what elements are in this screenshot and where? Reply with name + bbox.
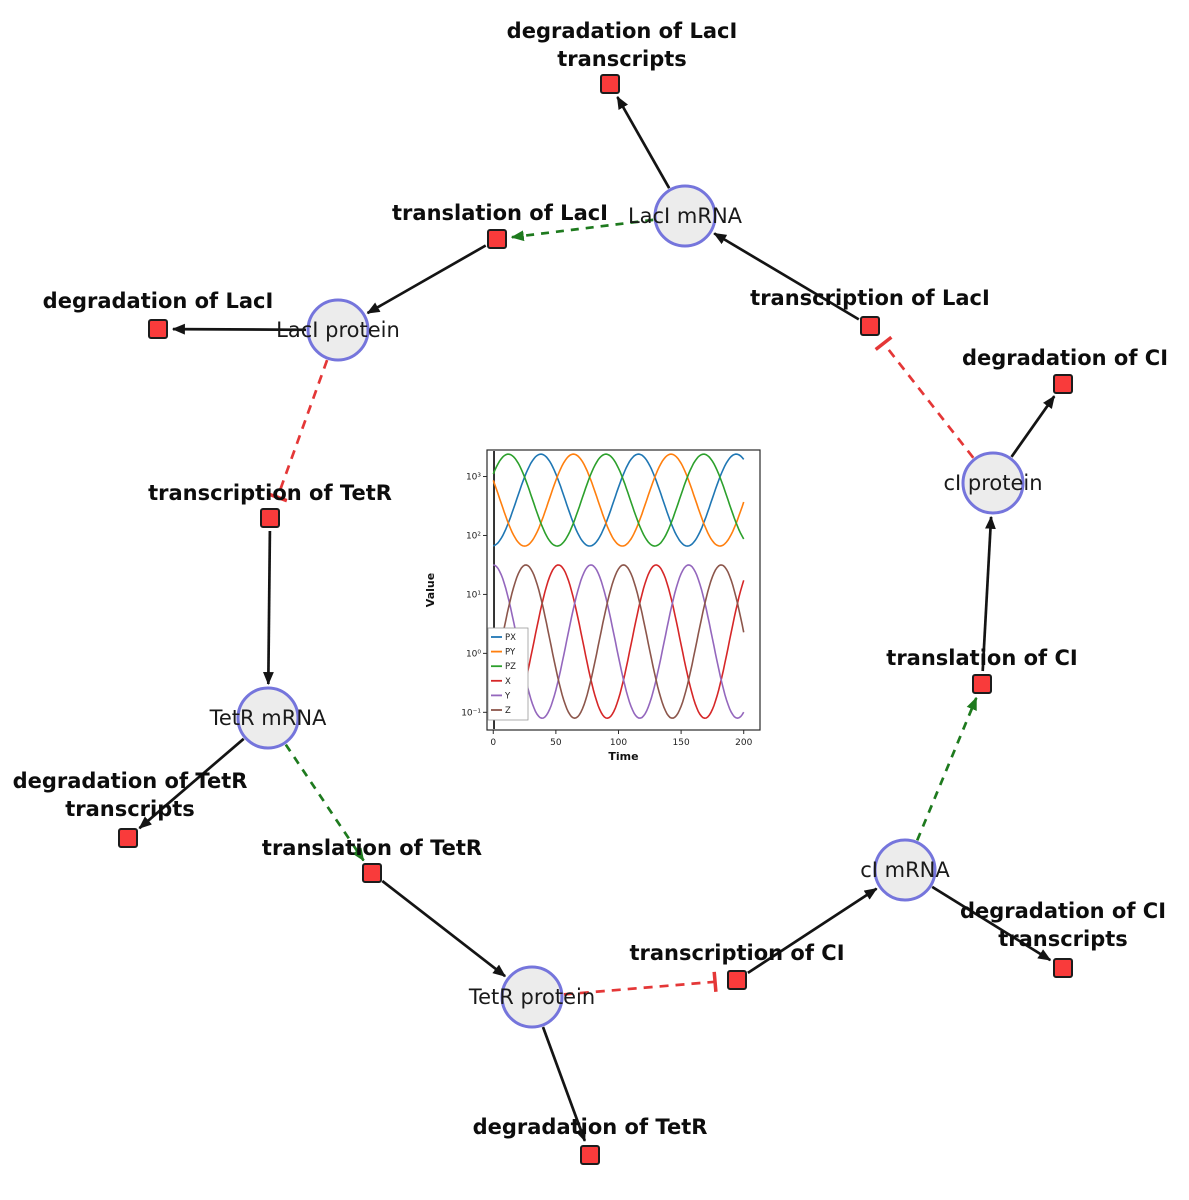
series-X: [492, 564, 745, 720]
edge-consume-tetr_protein-deg_tetr: [541, 1026, 587, 1142]
legend-label-X: X: [505, 677, 511, 687]
series-Z: [492, 564, 745, 720]
edge-produce-txn_tetr-tetr_mrna: [263, 530, 274, 686]
reaction-label-deg_laci_tx-line1: degradation of LacI: [507, 19, 738, 43]
inhibition-bar-tetr_protein-txn_ci: [712, 971, 718, 992]
reaction-node-transl_laci[interactable]: [487, 229, 507, 249]
reaction-label-deg_laci_tx-line2: transcripts: [557, 47, 687, 71]
x-tick-label: 100: [610, 738, 627, 748]
reaction-node-txn_ci[interactable]: [727, 970, 747, 990]
reaction-label-deg_tetr_tx-line2: transcripts: [65, 797, 195, 821]
edge-consume-ci_protein-deg_ci: [1010, 395, 1056, 458]
plot-frame: [486, 449, 761, 731]
reaction-label-transl_tetr: translation of TetR: [262, 836, 482, 860]
x-tick-label: 200: [735, 738, 752, 748]
reaction-node-deg_tetr[interactable]: [580, 1145, 600, 1165]
legend-label-PY: PY: [505, 648, 516, 658]
series-Y: [493, 564, 745, 720]
reaction-label-txn_tetr: transcription of TetR: [148, 481, 392, 505]
edge-inhibit-ci_protein-txn_laci: [882, 342, 975, 459]
reaction-node-deg_ci_tx[interactable]: [1053, 958, 1073, 978]
reaction-node-deg_ci[interactable]: [1053, 374, 1073, 394]
series-PY: [492, 453, 745, 547]
reaction-label-transl_ci: translation of CI: [886, 646, 1077, 670]
species-node-laci_protein[interactable]: [306, 298, 370, 362]
y-axis-title: Value: [424, 573, 437, 607]
legend-label-PX: PX: [505, 633, 516, 643]
reaction-node-txn_laci[interactable]: [860, 316, 880, 336]
reaction-label-txn_ci: transcription of CI: [629, 941, 844, 965]
reaction-node-deg_tetr_tx[interactable]: [118, 828, 138, 848]
species-node-tetr_mrna[interactable]: [236, 686, 300, 750]
edge-produce-transl_laci-laci_protein: [366, 244, 487, 315]
edge-consume-tetr_mrna-deg_tetr_tx: [138, 737, 245, 830]
reaction-label-deg_ci_tx-line1: degradation of CI: [960, 899, 1166, 923]
y-tick-label: 10⁻¹: [461, 708, 481, 718]
reaction-label-deg_tetr_tx-line1: degradation of TetR: [13, 769, 248, 793]
edge-consume-laci_mrna-deg_laci_tx: [616, 96, 671, 189]
edge-produce-txn_laci-laci_mrna: [713, 232, 860, 321]
edge-produce-transl_tetr-tetr_protein: [381, 879, 506, 978]
inhibition-bar-ci_protein-txn_laci: [874, 335, 893, 351]
species-node-laci_mrna[interactable]: [653, 184, 717, 248]
reaction-node-deg_laci_tx[interactable]: [600, 74, 620, 94]
inhibition-bar-laci_protein-txn_tetr: [267, 492, 288, 503]
y-tick-label: 10¹: [466, 590, 481, 600]
reaction-label-deg_laci: degradation of LacI: [43, 289, 274, 313]
series-PX: [493, 453, 745, 547]
series-PZ: [492, 453, 745, 547]
reaction-node-transl_tetr[interactable]: [362, 863, 382, 883]
y-tick-label: 10³: [466, 473, 481, 483]
legend-label-PZ: PZ: [505, 662, 516, 672]
species-label-tetr_protein: TetR protein: [468, 985, 595, 1009]
reaction-node-txn_tetr[interactable]: [260, 508, 280, 528]
reaction-label-transl_laci: translation of LacI: [392, 201, 608, 225]
legend-label-Y: Y: [504, 691, 511, 701]
reaction-label-deg_ci_tx-line2: transcripts: [998, 927, 1128, 951]
legend-label-Z: Z: [505, 706, 511, 716]
reaction-node-deg_laci[interactable]: [148, 319, 168, 339]
x-tick-label: 0: [490, 738, 496, 748]
chart-legend: [487, 627, 529, 721]
species-label-ci_mrna: cI mRNA: [860, 858, 950, 882]
nodes-layer: [118, 74, 1073, 1165]
edge-produce-txn_ci-ci_mrna: [747, 887, 878, 975]
reaction-label-deg_tetr: degradation of TetR: [473, 1115, 708, 1139]
edges-layer: [138, 96, 1056, 1142]
species-label-ci_protein: cI protein: [943, 471, 1042, 495]
edge-consume-ci_mrna-deg_ci_tx: [931, 885, 1052, 962]
reaction-label-txn_laci: transcription of LacI: [750, 286, 990, 310]
species-label-tetr_mrna: TetR mRNA: [209, 706, 327, 730]
x-tick-label: 50: [550, 738, 562, 748]
edge-produce-transl_ci-ci_protein: [981, 515, 996, 672]
x-axis-title: Time: [608, 750, 638, 763]
edge-inhibit-laci_protein-txn_tetr: [276, 359, 329, 498]
reaction-label-deg_ci: degradation of CI: [962, 346, 1168, 370]
reaction-node-transl_ci[interactable]: [972, 674, 992, 694]
species-node-ci_protein[interactable]: [961, 451, 1025, 515]
species-node-ci_mrna[interactable]: [873, 838, 937, 902]
x-tick-label: 150: [673, 738, 690, 748]
edge-consume-laci_protein-deg_laci: [171, 323, 307, 335]
edge-modifier-ci_mrna-transl_ci: [915, 696, 978, 841]
species-node-tetr_protein[interactable]: [500, 965, 564, 1029]
species-label-laci_protein: LacI protein: [276, 318, 400, 342]
y-tick-label: 10²: [466, 531, 481, 541]
y-tick-label: 10⁰: [466, 649, 481, 659]
species-label-laci_mrna: LacI mRNA: [628, 204, 743, 228]
